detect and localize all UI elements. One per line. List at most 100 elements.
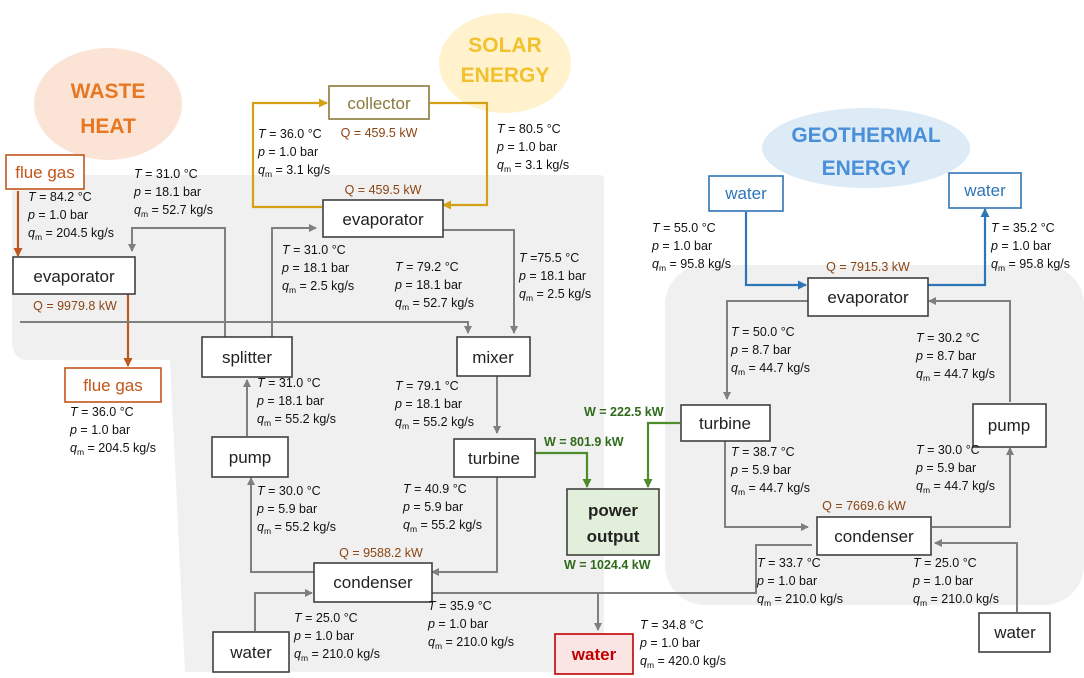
state-pressure: p = 1.0 bar xyxy=(639,636,700,650)
geo-water-out-box xyxy=(948,172,1022,209)
state-mass-flow: qm = 55.2 kg/s xyxy=(257,412,336,428)
state-temperature: T = 31.0 °C xyxy=(257,376,321,390)
splitter-label: splitter xyxy=(222,348,272,367)
stream-water-to-condenser xyxy=(254,589,313,631)
state-temperature: T = 79.1 °C xyxy=(395,379,459,393)
stream-turbine-to-condenser xyxy=(431,477,498,576)
geothermal-energy-bubble xyxy=(762,108,970,188)
state-temperature: T = 36.0 °C xyxy=(258,127,322,141)
state-temperature: T = 25.0 °C xyxy=(294,611,358,625)
geo-water-in-box xyxy=(708,175,784,212)
state-mass-flow: qm = 3.1 kg/s xyxy=(258,163,330,179)
water-geo-label: water xyxy=(993,623,1036,642)
state-mass-flow: qm = 420.0 kg/s xyxy=(640,654,726,670)
turbine-geo-box xyxy=(680,404,771,442)
heat-condenser-left: Q = 9588.2 kW xyxy=(339,546,423,560)
power-output-line1: power xyxy=(588,501,638,520)
state-pressure: p = 5.9 bar xyxy=(730,463,791,477)
waste-heat-bubble xyxy=(34,48,182,160)
waste-heat-line1: WASTE xyxy=(71,80,146,103)
state-mass-flow: qm = 55.2 kg/s xyxy=(257,520,336,536)
state-temperature: T = 30.0 °C xyxy=(257,484,321,498)
state-pressure: p = 18.1 bar xyxy=(256,394,324,408)
power-output-box xyxy=(566,488,660,556)
state-pressure: p = 5.9 bar xyxy=(402,500,463,514)
turbine-geo-label: turbine xyxy=(699,414,751,433)
flue-gas-inlet-box xyxy=(5,154,85,190)
state-point-s3: T = 36.0 °C p = 1.0 bar qm = 3.1 kg/s xyxy=(257,127,330,179)
state-pressure: p = 1.0 bar xyxy=(257,145,318,159)
water-geo-box xyxy=(978,612,1051,653)
state-mass-flow: qm = 2.5 kg/s xyxy=(282,279,354,295)
flue-gas-inlet-label: flue gas xyxy=(15,163,75,182)
state-mass-flow: qm = 52.7 kg/s xyxy=(134,203,213,219)
state-mass-flow: qm = 44.7 kg/s xyxy=(731,481,810,497)
splitter-box xyxy=(201,336,293,378)
waste-heat-line2: HEAT xyxy=(80,115,136,138)
evaporator-left-label: evaporator xyxy=(33,267,115,286)
condenser-geo-label: condenser xyxy=(834,527,914,546)
collector-label: collector xyxy=(347,94,411,113)
heat-evaporator-geo: Q = 7915.3 kW xyxy=(826,260,910,274)
state-temperature: T = 36.0 °C xyxy=(70,405,134,419)
power-output-line2: output xyxy=(587,527,640,546)
state-point-s10: T = 79.1 °C p = 18.1 bar qm = 55.2 kg/s xyxy=(394,379,474,431)
evaporator-solar-label: evaporator xyxy=(342,210,424,229)
state-mass-flow: qm = 55.2 kg/s xyxy=(395,415,474,431)
geo-water-in-label: water xyxy=(724,184,767,203)
heat-condenser-geo: Q = 7669.6 kW xyxy=(822,499,906,513)
water-left-box xyxy=(212,631,290,673)
water-outlet-box xyxy=(554,633,634,675)
state-pressure: p = 1.0 bar xyxy=(293,629,354,643)
stream-evaporator-to-mixer xyxy=(20,321,472,334)
state-temperature: T = 33.7 °C xyxy=(757,556,821,570)
stream-condenser-to-pump xyxy=(247,477,315,573)
state-temperature: T = 79.2 °C xyxy=(395,260,459,274)
state-temperature: T = 35.2 °C xyxy=(991,221,1055,235)
mixer-box xyxy=(456,336,531,377)
state-mass-flow: qm = 44.7 kg/s xyxy=(916,479,995,495)
evaporator-left-box xyxy=(12,256,136,295)
evaporator-geo-label: evaporator xyxy=(827,288,909,307)
state-pressure: p = 1.0 bar xyxy=(69,423,130,437)
state-temperature: T = 40.9 °C xyxy=(403,482,467,496)
water-outlet-label: water xyxy=(571,645,617,664)
state-mass-flow: qm = 210.0 kg/s xyxy=(913,592,999,608)
stream-condenser-water-out xyxy=(432,544,812,594)
state-mass-flow: qm = 3.1 kg/s xyxy=(497,158,569,174)
stream-solar-evaporator-to-mixer xyxy=(443,229,518,334)
state-temperature: T = 80.5 °C xyxy=(497,122,561,136)
work-total: W = 1024.4 kW xyxy=(564,558,651,572)
state-pressure: p = 18.1 bar xyxy=(394,278,462,292)
state-pressure: p = 18.1 bar xyxy=(133,185,201,199)
heat-evaporator-solar: Q = 459.5 kW xyxy=(345,183,422,197)
stream-geo-pump-to-evaporator xyxy=(928,297,1011,402)
state-mass-flow: qm = 210.0 kg/s xyxy=(428,635,514,651)
state-mass-flow: qm = 44.7 kg/s xyxy=(731,361,810,377)
condenser-geo-box xyxy=(816,516,932,556)
solar-energy-line1: SOLAR xyxy=(468,34,542,57)
state-pressure: p = 1.0 bar xyxy=(27,208,88,222)
state-temperature: T = 84.2 °C xyxy=(28,190,92,204)
power-line-left xyxy=(535,451,592,488)
water-left-label: water xyxy=(229,643,272,662)
state-pressure: p = 18.1 bar xyxy=(394,397,462,411)
state-pressure: p = 1.0 bar xyxy=(912,574,973,588)
state-pressure: p = 8.7 bar xyxy=(915,349,976,363)
state-temperature: T = 35.9 °C xyxy=(428,599,492,613)
pump-left-box xyxy=(211,436,289,478)
state-mass-flow: qm = 52.7 kg/s xyxy=(395,296,474,312)
state-mass-flow: qm = 2.5 kg/s xyxy=(519,287,591,303)
